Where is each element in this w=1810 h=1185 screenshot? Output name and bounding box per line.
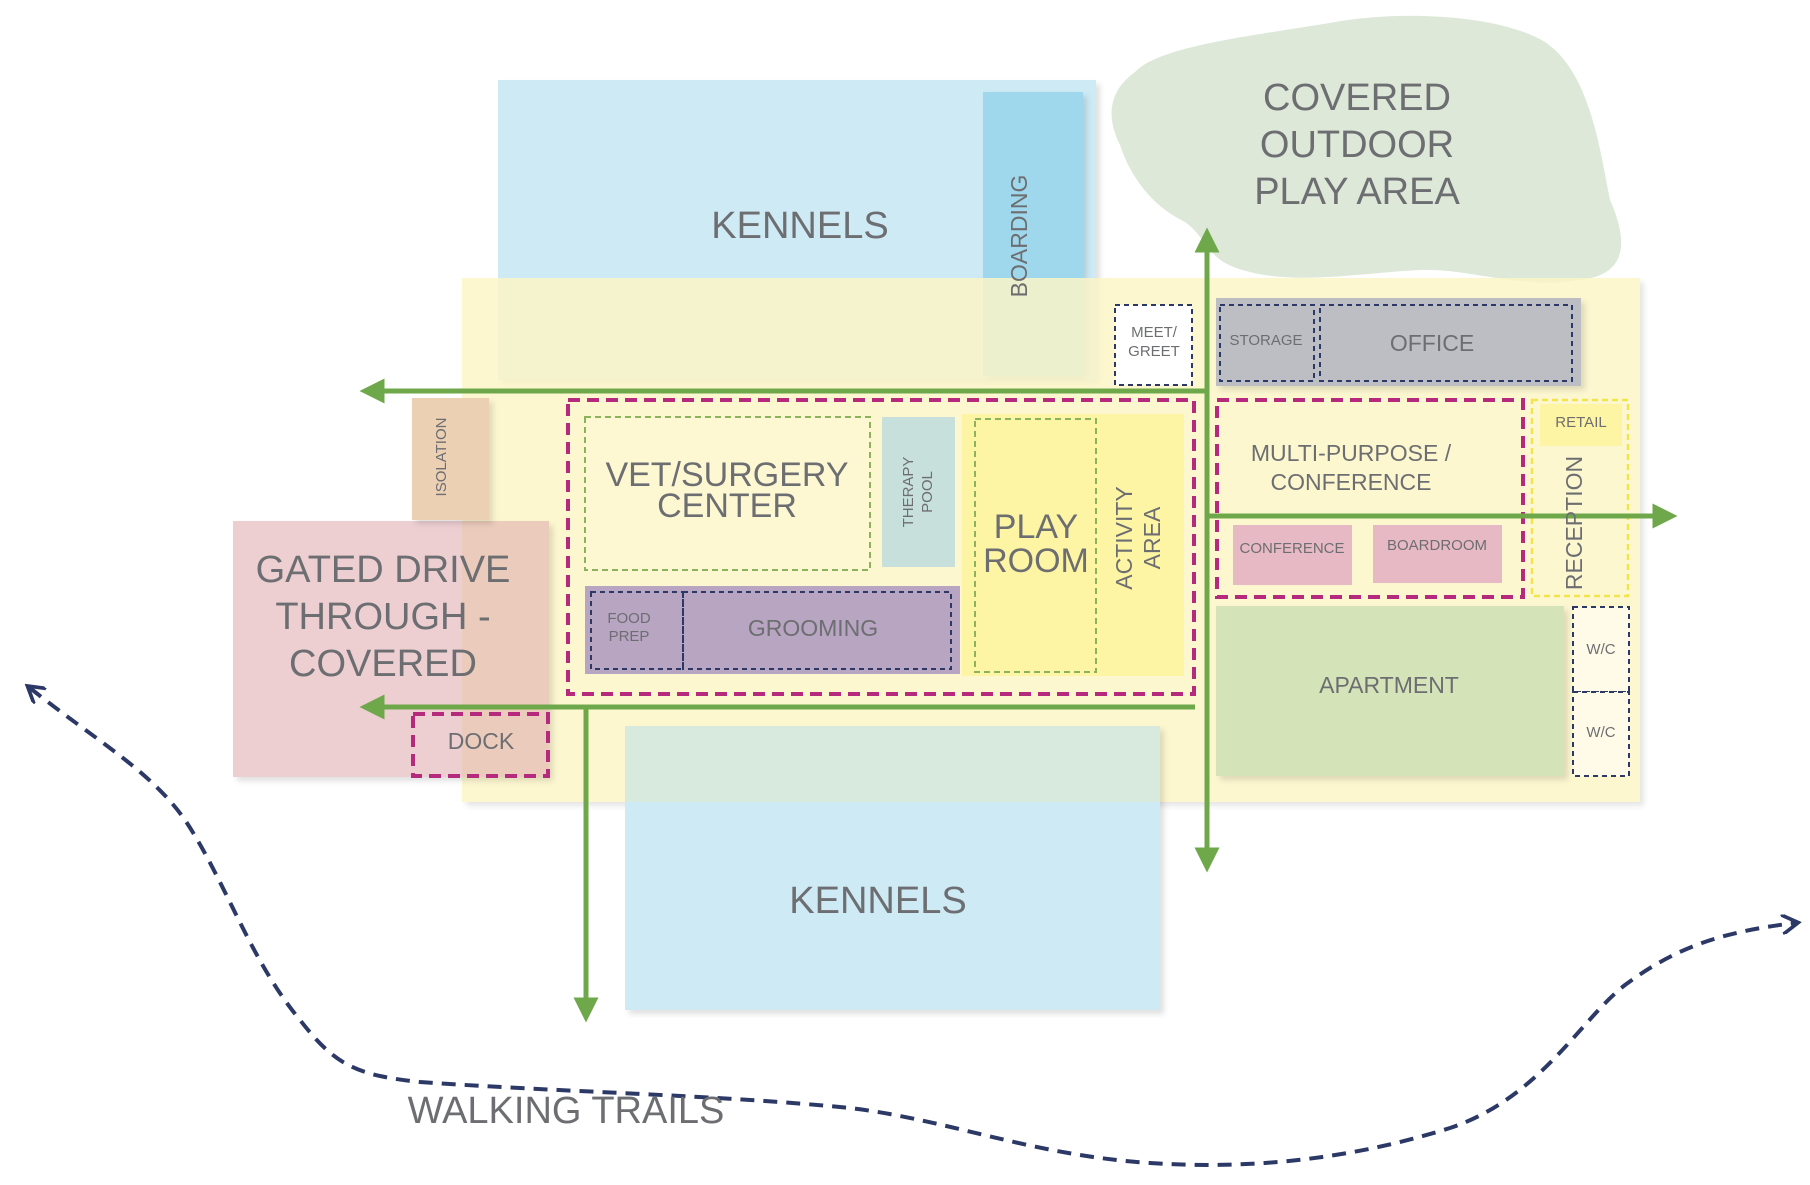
conference-label: CONFERENCE: [1239, 540, 1344, 557]
play-room: [974, 418, 1097, 673]
walking-trails-label: WALKING TRAILS: [408, 1090, 725, 1132]
vet-surgery-center: [584, 416, 871, 571]
office-label: OFFICE: [1390, 330, 1474, 356]
conference-room: [1233, 525, 1352, 585]
activity-area-label-line2: AREA: [1139, 506, 1165, 569]
reception-label: RECEPTION: [1561, 456, 1587, 590]
kennels-top-label: KENNELS: [711, 205, 888, 247]
activity-area: [962, 414, 1184, 676]
activity-area-label-line1: ACTIVITY: [1111, 486, 1137, 590]
reception-zone: [1530, 398, 1630, 598]
wc-label-1: W/C: [1586, 641, 1615, 658]
retail-counter: [1540, 404, 1622, 446]
grooming-room: [682, 591, 952, 670]
kennels-bottom-label: KENNELS: [789, 880, 966, 922]
apartment-label: APARTMENT: [1319, 672, 1459, 698]
multi-purpose-zone: [1215, 398, 1525, 599]
dock-label: DOCK: [448, 728, 515, 754]
gated-drive-label-line3: COVERED: [289, 643, 477, 685]
therapy-pool-label-line1: THERAPY: [900, 457, 917, 528]
multi-purpose-label-line1: MULTI-PURPOSE /: [1251, 440, 1452, 466]
boardroom: [1373, 525, 1502, 583]
isolation-label: ISOLATION: [433, 418, 450, 497]
outdoor-label-line1: COVERED: [1263, 77, 1451, 119]
gated-drive-label-line1: GATED DRIVE: [256, 549, 511, 591]
vet-surgery-label-line1: VET/SURGERY: [605, 456, 848, 494]
walking-trail-path: [30, 688, 1795, 1167]
outdoor-label-line2: OUTDOOR: [1260, 124, 1454, 166]
storage-label: STORAGE: [1229, 332, 1302, 349]
meet-greet-room: [1114, 304, 1193, 386]
office-block: [1216, 298, 1581, 386]
covered-outdoor-play-area: [1111, 15, 1622, 283]
therapy-pool: [882, 417, 955, 567]
retail-label: RETAIL: [1555, 414, 1606, 431]
meet-greet-label-line2: GREET: [1128, 343, 1180, 360]
multi-purpose-label-line2: CONFERENCE: [1270, 469, 1431, 495]
isolation-block: [412, 398, 489, 520]
vet-surgery-label-line2: CENTER: [657, 487, 797, 525]
outdoor-label-line3: PLAY AREA: [1254, 171, 1460, 213]
play-room-label-line2: ROOM: [983, 542, 1089, 580]
storage-room: [1219, 304, 1315, 382]
grooming-block: [585, 586, 960, 674]
gated-drive-label-line2: THROUGH -: [275, 596, 490, 638]
wc-room-1: [1572, 606, 1630, 693]
grooming-label: GROOMING: [748, 615, 878, 641]
play-room-label-line1: PLAY: [994, 508, 1078, 546]
therapy-pool-label-line2: POOL: [919, 471, 936, 513]
core-services-zone: [566, 398, 1196, 696]
boarding-label: BOARDING: [1006, 175, 1032, 298]
wc-label-2: W/C: [1586, 724, 1615, 741]
boardroom-label: BOARDROOM: [1387, 537, 1487, 554]
food-prep-label-line1: FOOD: [607, 610, 650, 627]
meet-greet-label-line1: MEET/: [1131, 324, 1178, 341]
food-prep-label-line2: PREP: [609, 628, 650, 645]
office-room: [1319, 304, 1573, 382]
